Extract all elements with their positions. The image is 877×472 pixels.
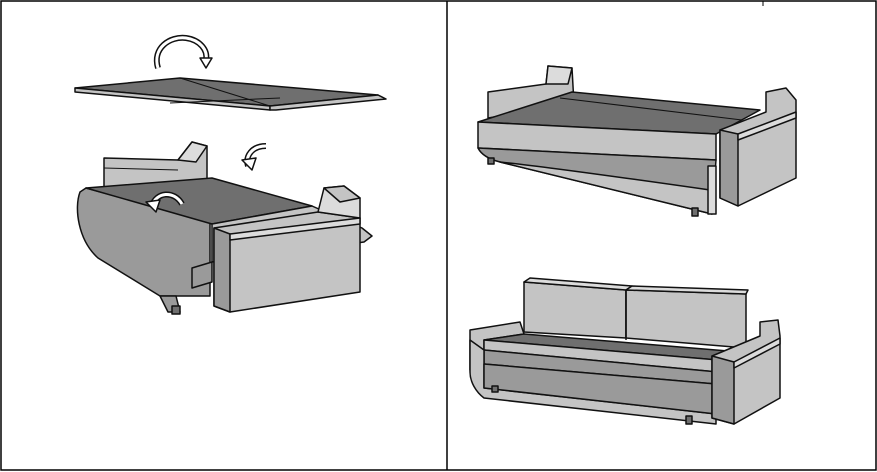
mattress-board [74, 77, 387, 111]
panel-right-bottom [469, 277, 781, 425]
sofa-seat-base [76, 177, 373, 315]
turn-arrow-icon [241, 143, 267, 171]
sofa-armrest-right [213, 185, 361, 313]
sofa-backrest [103, 141, 208, 189]
fold-arrow-icon [145, 191, 185, 213]
panel-right-top [477, 65, 797, 217]
flip-arrow-icon [153, 34, 213, 69]
panel-left [74, 34, 387, 315]
